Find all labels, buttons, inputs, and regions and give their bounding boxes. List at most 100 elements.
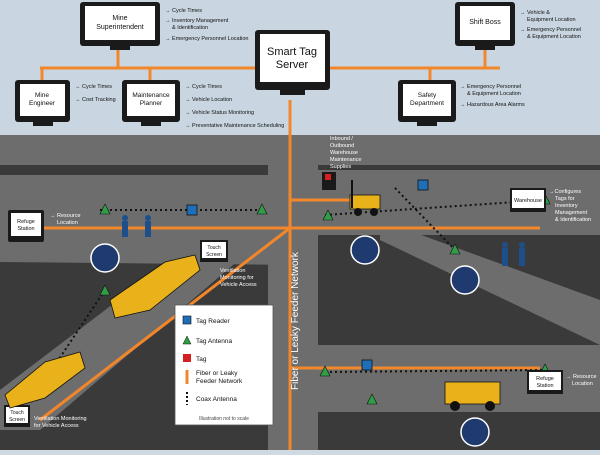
tag-antenna xyxy=(449,243,461,255)
note-line2: Tags for xyxy=(555,196,575,202)
legend-tag-reader-icon xyxy=(182,315,192,325)
touch-screen-1: Touch Screen xyxy=(200,240,228,262)
resource-right-line2: Location xyxy=(572,381,593,387)
legend-item: Tag xyxy=(196,356,207,363)
wheel xyxy=(354,208,362,216)
loader-2 xyxy=(4,351,86,409)
item-cont: & Equipment Location xyxy=(467,91,521,97)
item-cont: & Identification xyxy=(172,25,208,31)
wheel xyxy=(485,401,495,411)
jeep-icon xyxy=(444,381,501,411)
item: → Emergency Personnel xyxy=(520,27,581,33)
refuge-line1: Refuge xyxy=(17,219,35,225)
note-line5: & Identification xyxy=(555,217,591,223)
worker-head xyxy=(122,215,128,221)
worker-head xyxy=(145,215,151,221)
touch-line1: Touch xyxy=(10,410,24,416)
worker-head xyxy=(519,242,525,248)
item: → Inventory Management xyxy=(165,18,229,24)
note-line4: Management xyxy=(555,210,588,216)
legend-box xyxy=(174,304,274,426)
station-name-line2: Superintendent xyxy=(96,24,144,31)
item: → Emergency Personnel Location xyxy=(165,36,248,42)
jeep-body xyxy=(444,381,501,405)
legend-item: Feeder Network xyxy=(196,378,243,385)
monitor-maintenance-planner: Maintenance Planner xyxy=(122,80,180,126)
tag-antenna xyxy=(319,365,331,377)
inbound-line5: Supplies xyxy=(330,164,351,170)
legend-item: Tag Reader xyxy=(196,318,230,325)
tag-reader-left xyxy=(186,204,198,216)
inbound-line1: Inbound / xyxy=(330,136,353,142)
worker-head xyxy=(502,242,508,248)
tag-antenna xyxy=(99,284,111,296)
touch-line1: Touch xyxy=(207,245,221,251)
item: → Emergency Personnel xyxy=(460,84,521,90)
station-name-line1: Safety xyxy=(418,92,437,99)
warehouse-label: Warehouse xyxy=(514,198,542,204)
station-name-line1: Mine xyxy=(112,15,127,22)
monitor-mine-engineer: Mine Engineer xyxy=(15,80,70,126)
vent-line1: Ventilation xyxy=(220,268,245,274)
item: → Vehicle Status Monitoring xyxy=(185,110,254,116)
resource-left-line2: Location xyxy=(57,220,78,226)
monitor-base xyxy=(417,122,437,126)
tag-reader-warehouse xyxy=(417,179,429,191)
inbound-line3: Warehouse xyxy=(330,150,358,156)
server-base xyxy=(280,90,305,95)
items-maintenance-planner: → Cycle Times → Vehicle Location → Vehic… xyxy=(185,84,284,129)
loader-1 xyxy=(109,254,201,319)
server-smart-tag: Smart Tag Server xyxy=(255,30,330,95)
tunnel-right-diagonal xyxy=(380,220,600,345)
refuge-line2: Station xyxy=(536,383,553,389)
server-screen xyxy=(260,34,325,82)
worker-body xyxy=(122,221,128,237)
legend-tag-icon xyxy=(183,354,191,362)
tunnel-vertical-shaft xyxy=(268,135,318,450)
fiber-ramp xyxy=(39,226,291,422)
legend-item: Tag Antenna xyxy=(196,338,233,345)
monitor-base xyxy=(110,46,130,50)
wheel xyxy=(450,401,460,411)
item-cont: & Equipment Location xyxy=(527,34,581,40)
callout-tag-jeep xyxy=(460,417,490,447)
inbound-line2: Outbound xyxy=(330,143,354,149)
vent-2-label: Ventilation Monitoring for Vehicle Acces… xyxy=(34,416,87,429)
tunnel-right-lower xyxy=(318,345,600,412)
worker-body xyxy=(145,221,151,237)
vent-line2: for Vehicle Access xyxy=(34,423,79,429)
server-title-line1: Smart Tag xyxy=(267,46,317,58)
inbound-line4: Maintenance xyxy=(330,157,362,163)
refuge-line1: Refuge xyxy=(536,376,554,382)
inbound-label: Inbound / Outbound Warehouse Maintenance… xyxy=(330,136,362,170)
server-title-line2: Server xyxy=(276,59,309,71)
item-cont: Equipment Location xyxy=(527,17,576,23)
vent-line3: Vehicle Access xyxy=(220,282,257,288)
monitor-screen xyxy=(85,6,155,40)
callout-tag-worker xyxy=(90,243,120,273)
touch-line2: Screen xyxy=(9,417,25,423)
vent-1-label: Ventilation Monitoring for Vehicle Acces… xyxy=(220,268,257,288)
monitor-shift-boss: Shift Boss xyxy=(455,2,515,50)
callout-tag-forklift xyxy=(350,235,380,265)
refuge-screen xyxy=(529,372,561,390)
touch-screen xyxy=(6,407,28,423)
network-label: Fiber or Leaky Feeder Network xyxy=(290,251,301,390)
legend-note: Illustration not to scale xyxy=(199,416,249,422)
station-name-line2: Planner xyxy=(140,100,163,107)
item: → Vehicle Location xyxy=(185,97,232,103)
refuge-station-right: Refuge Station xyxy=(527,370,563,394)
items-mine-superintendent: → Cycle Times → Inventory Management & I… xyxy=(165,8,248,42)
forklift-icon xyxy=(349,180,381,216)
item: → Cycle Times xyxy=(185,84,222,90)
coax-right-lower xyxy=(324,369,546,373)
monitor-screen xyxy=(403,84,451,116)
worker-body xyxy=(502,248,508,266)
vent-line2: Monitoring for xyxy=(220,275,254,281)
fiber-network xyxy=(25,45,540,450)
monitor-screen xyxy=(20,84,65,116)
legend-tag-antenna-icon xyxy=(182,335,192,345)
resource-left: → Resource xyxy=(50,213,81,219)
forklift-body xyxy=(349,194,381,210)
